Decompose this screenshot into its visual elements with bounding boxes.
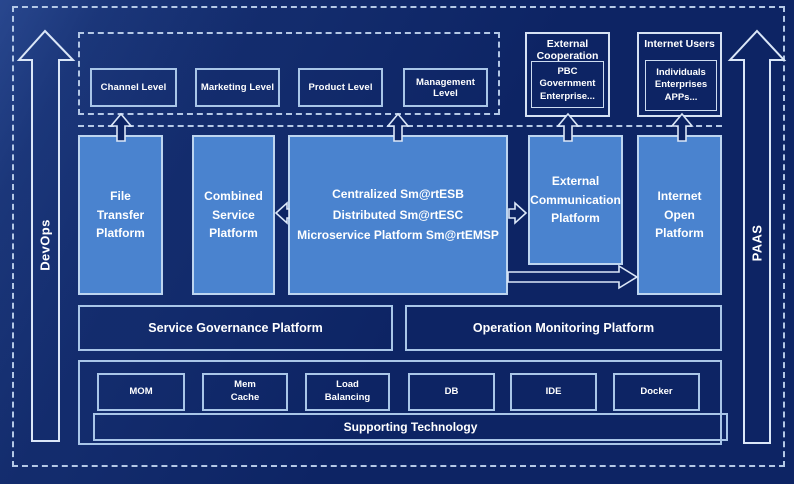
combined-service-platform-label: Combined Service Platform <box>204 189 263 241</box>
internet-open-platform-label: Internet Open Platform <box>655 189 704 241</box>
tech-label: Docker <box>640 385 673 397</box>
operation-monitoring-platform-box: Operation Monitoring Platform <box>405 305 722 351</box>
level-box-product: Product Level <box>298 68 383 107</box>
supporting-technology-bar: Supporting Technology <box>93 413 728 441</box>
internet-users-box: Internet Users Individuals Enterprises A… <box>637 32 722 117</box>
level-label: Product Level <box>308 82 373 93</box>
tech-label: DB <box>444 385 459 397</box>
service-governance-platform-box: Service Governance Platform <box>78 305 393 351</box>
tech-box-db: DB <box>408 373 495 411</box>
level-label: Management Level <box>415 76 476 99</box>
combined-service-platform-box: Combined Service Platform <box>192 135 275 295</box>
paas-rail-label: PAAS <box>749 224 765 262</box>
external-cooperation-title: External Cooperation <box>536 38 599 63</box>
operation-monitoring-platform-label: Operation Monitoring Platform <box>472 321 655 335</box>
tech-box-load-balancing: Load Balancing <box>305 373 390 411</box>
supporting-layer-container <box>78 360 722 445</box>
level-label: Channel Level <box>100 82 167 93</box>
external-cooperation-box: External Cooperation PBC Government Ente… <box>525 32 610 117</box>
internet-open-platform-box: Internet Open Platform <box>637 135 722 295</box>
levels-dashed-container <box>78 32 500 115</box>
tech-label: Load Balancing <box>324 379 371 403</box>
tech-label: MOM <box>129 385 153 397</box>
tech-label: Mem Cache <box>230 379 260 403</box>
external-cooperation-members-label: PBC Government Enterprise... <box>539 65 596 102</box>
tech-box-mem-cache: Mem Cache <box>202 373 288 411</box>
tech-box-ide: IDE <box>510 373 597 411</box>
level-box-channel: Channel Level <box>90 68 177 107</box>
central-esb-platform-box: Centralized Sm@rtESB Distributed Sm@rtES… <box>288 135 508 295</box>
file-transfer-platform-box: File Transfer Platform <box>78 135 163 295</box>
service-governance-platform-label: Service Governance Platform <box>148 321 323 335</box>
internet-users-members-label: Individuals Enterprises APPs... <box>654 66 708 103</box>
file-transfer-platform-label: File Transfer Platform <box>96 189 145 241</box>
devops-rail-label: DevOps <box>37 219 53 271</box>
external-communication-platform-box: External Communication Platform <box>528 135 623 265</box>
level-label: Marketing Level <box>200 82 275 93</box>
external-cooperation-members-box: PBC Government Enterprise... <box>531 61 604 108</box>
tech-label: IDE <box>545 385 562 397</box>
supporting-technology-label: Supporting Technology <box>343 420 478 434</box>
level-box-marketing: Marketing Level <box>195 68 280 107</box>
internet-users-members-box: Individuals Enterprises APPs... <box>645 60 717 111</box>
central-esb-platform-label: Centralized Sm@rtESB Distributed Sm@rtES… <box>297 187 499 243</box>
tech-box-docker: Docker <box>613 373 700 411</box>
external-communication-platform-label: External Communication Platform <box>530 174 621 226</box>
layer-separator-dashed-line <box>78 125 722 127</box>
level-box-management: Management Level <box>403 68 488 107</box>
tech-box-mom: MOM <box>97 373 185 411</box>
internet-users-title: Internet Users <box>644 38 715 50</box>
